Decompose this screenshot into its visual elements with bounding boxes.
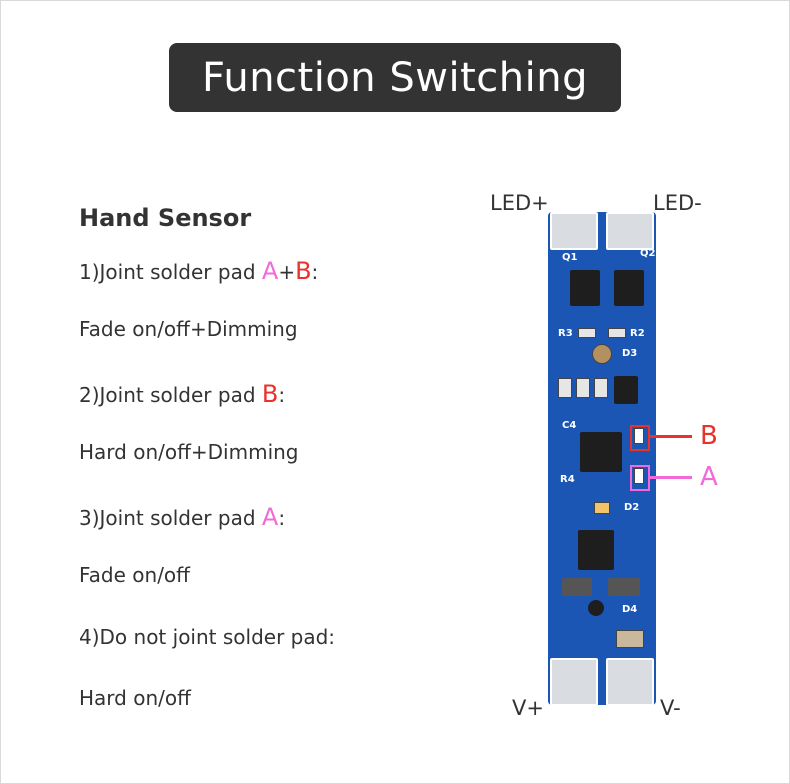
silk-r4: R4 [560, 474, 575, 485]
capacitor [562, 578, 592, 596]
option-2-label: 2)Joint solder pad B: [79, 380, 286, 408]
diode [588, 600, 604, 616]
option-3-label: 3)Joint solder pad A: [79, 503, 286, 531]
resistor [608, 328, 626, 338]
pad-a-marker [630, 465, 650, 491]
option-1-label: 1)Joint solder pad A+B: [79, 257, 319, 285]
transistor [614, 376, 638, 404]
resistor [578, 328, 596, 338]
pad-a-callout: A [700, 462, 718, 492]
option-3-result: Fade on/off [79, 563, 190, 587]
regulator [578, 530, 614, 570]
pad-a-leader [648, 476, 692, 479]
pad-b-label: B [295, 257, 312, 285]
led-indicator [594, 502, 610, 514]
pad-a [634, 468, 644, 484]
silk-r3: R3 [558, 328, 573, 339]
capacitor [616, 630, 644, 648]
silk-q1: Q1 [562, 252, 578, 263]
option-1-result: Fade on/off+Dimming [79, 317, 298, 341]
resistor [594, 378, 608, 398]
v-plus-label: V+ [512, 696, 544, 720]
silk-q2: Q2 [640, 248, 656, 259]
resistor [558, 378, 572, 398]
silk-d2: D2 [624, 502, 640, 513]
led-plus-label: LED+ [490, 191, 549, 215]
mosfet-q2 [614, 270, 644, 306]
pcb-board-illustration: Q1 Q2 R3 R2 D3 C4 R4 D2 D4 [548, 212, 656, 706]
pad-a-label: A [261, 257, 279, 285]
led-plus-pad [550, 212, 598, 250]
page-title: Function Switching [202, 54, 588, 101]
capacitor [608, 578, 640, 596]
pad-b-leader [648, 435, 692, 438]
ic-chip [580, 432, 622, 472]
pad-a-label: A [261, 503, 279, 531]
v-minus-label: V- [660, 696, 681, 720]
pad-b-callout: B [700, 421, 718, 451]
option-2-result: Hard on/off+Dimming [79, 440, 299, 464]
silk-r2: R2 [630, 328, 645, 339]
led-minus-pad [606, 212, 654, 250]
pad-b [634, 428, 644, 444]
pad-b-marker [630, 425, 650, 451]
pad-b-label: B [261, 380, 279, 408]
silk-d4: D4 [622, 604, 638, 615]
section-heading: Hand Sensor [79, 204, 252, 232]
option-4-label: 4)Do not joint solder pad: [79, 625, 336, 649]
option-4-result: Hard on/off [79, 686, 191, 710]
v-minus-pad [606, 658, 654, 706]
title-banner: Function Switching [169, 43, 621, 112]
led-minus-label: LED- [653, 191, 702, 215]
resistor [576, 378, 590, 398]
sensor-lens [592, 344, 612, 364]
silk-c4: C4 [562, 420, 577, 431]
mosfet-q1 [570, 270, 600, 306]
silk-d3: D3 [622, 348, 638, 359]
v-plus-pad [550, 658, 598, 706]
